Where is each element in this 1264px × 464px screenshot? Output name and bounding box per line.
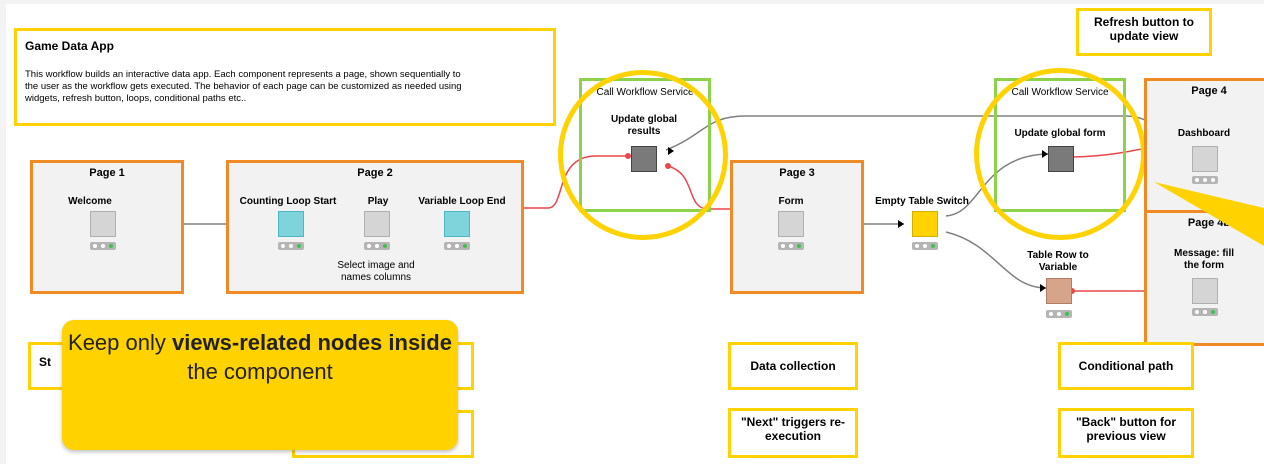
refresh-note-text: Refresh button to update view [1094, 15, 1194, 43]
variable-loop-end-status [444, 242, 470, 250]
empty-table-switch-node[interactable] [912, 211, 938, 237]
welcome-label: Welcome [68, 196, 112, 207]
page2-title: Page 2 [357, 167, 393, 179]
form-node[interactable] [778, 211, 804, 237]
next-triggers-note: "Next" triggers re-execution [728, 408, 858, 458]
back-button-text: "Back" button for previous view [1075, 415, 1177, 443]
app-description: This workflow builds an interactive data… [25, 69, 462, 104]
counting-loop-node[interactable] [278, 211, 304, 237]
dashboard-status [1192, 176, 1218, 184]
pointer-triangle [1154, 182, 1264, 246]
table-row-to-variable-node[interactable] [1046, 278, 1072, 304]
page3-title: Page 3 [779, 167, 815, 179]
table-row-to-variable-status [1046, 310, 1072, 318]
variable-loop-end-label: Variable Loop End [418, 196, 506, 207]
empty-table-switch-status [912, 242, 938, 250]
workflow-canvas[interactable]: Game Data App This workflow builds an in… [6, 4, 1264, 464]
form-label: Form [778, 196, 804, 207]
table-row-to-variable-label: Table Row to Variable [1027, 250, 1089, 273]
dashboard-label: Dashboard [1177, 128, 1231, 139]
back-button-note: "Back" button for previous view [1058, 408, 1194, 458]
callout-part2: the component [187, 359, 333, 384]
form-status [778, 242, 804, 250]
message-label: Message: fill the form [1173, 248, 1235, 271]
title-annotation: Game Data App This workflow builds an in… [14, 28, 556, 126]
welcome-node[interactable] [90, 211, 116, 237]
page4-title: Page 4 [1191, 85, 1227, 97]
callout-box: Keep only views-related nodes inside the… [62, 320, 458, 450]
data-collection-text: Data collection [750, 359, 836, 373]
next-triggers-text: "Next" triggers re-execution [740, 415, 846, 443]
data-collection-note: Data collection [728, 342, 858, 390]
conditional-path-note: Conditional path [1058, 342, 1194, 390]
play-label: Play [367, 196, 389, 207]
dashboard-node[interactable] [1192, 146, 1218, 172]
refresh-note: Refresh button to update view [1076, 8, 1212, 56]
callout-bold: views-related nodes inside [171, 330, 452, 355]
highlight-circle-right [974, 68, 1146, 240]
message-status [1192, 308, 1218, 316]
highlight-circle-left [558, 70, 728, 240]
app-title: Game Data App [25, 39, 114, 53]
conditional-path-text: Conditional path [1078, 359, 1174, 373]
page1-title: Page 1 [89, 167, 125, 179]
welcome-status [90, 242, 116, 250]
counting-loop-label: Counting Loop Start [239, 196, 337, 207]
counting-loop-status [278, 242, 304, 250]
connection-switch-tablerow [945, 231, 1047, 289]
partial-note-left-text: St [39, 355, 51, 369]
play-node[interactable] [364, 211, 390, 237]
variable-loop-end-node[interactable] [444, 211, 470, 237]
empty-table-switch-label: Empty Table Switch [875, 196, 969, 207]
message-node[interactable] [1192, 278, 1218, 304]
play-status [364, 242, 390, 250]
play-annotation: Select image and names columns [337, 260, 415, 283]
callout-part1: Keep only [68, 330, 172, 355]
